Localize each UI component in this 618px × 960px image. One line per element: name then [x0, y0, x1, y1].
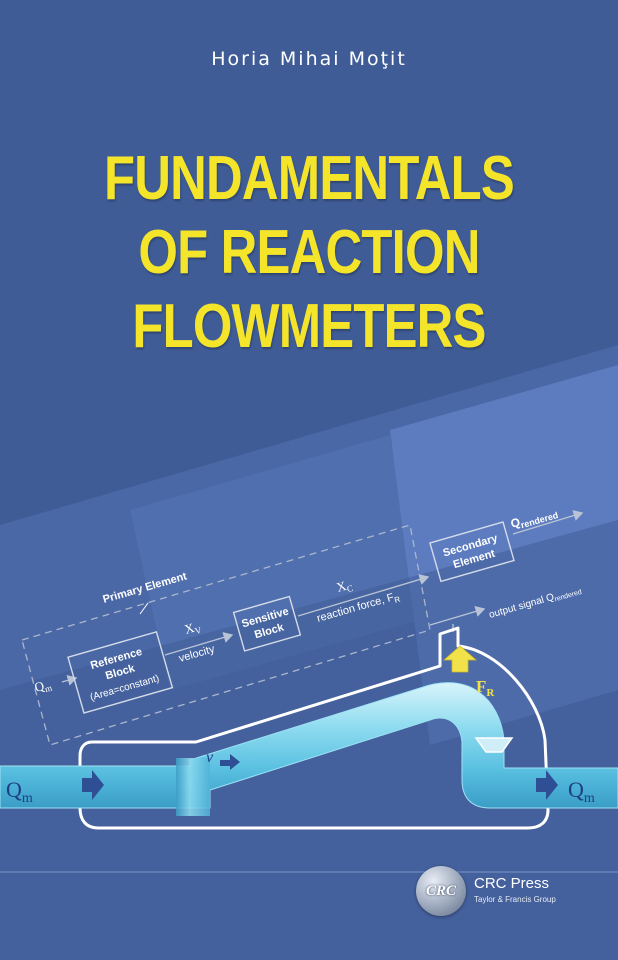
output-signal-label: output signal Qrendered: [488, 584, 583, 622]
secondary-element-block: Secondary Element: [429, 521, 515, 583]
publisher-block: CRC CRC Press Taylor & Francis Group: [416, 866, 606, 926]
xc-label: XC: [335, 576, 354, 597]
publisher-name: CRC Press: [474, 875, 550, 892]
title-line-1: FUNDAMENTALS: [103, 144, 515, 213]
book-title: FUNDAMENTALS OF REACTION FLOWMETERS: [56, 142, 563, 364]
qm-inlet-label: Qm: [6, 777, 33, 806]
flowmeter-housing: [78, 626, 550, 830]
velocity-label: velocity: [178, 643, 217, 665]
sensitive-block: Sensitive Block: [232, 595, 302, 652]
xv-label: XV: [183, 618, 203, 639]
qm-outlet-label: Qm: [568, 777, 595, 806]
svg-text:Qm: Qm: [33, 676, 53, 697]
reaction-force-arrow-icon: [442, 645, 478, 673]
flow-arrow-left-icon: [82, 770, 104, 800]
primary-element-box: [21, 524, 431, 746]
qm-input-block: Qm: [33, 676, 53, 697]
velocity-arrow-icon: [220, 754, 240, 770]
q-rendered-label: Qrendered: [509, 504, 559, 533]
reference-block: Reference Block (Area=constant): [67, 630, 174, 714]
flow-arrow-right-icon: [536, 770, 558, 800]
reaction-force-label: reaction force, FR: [316, 590, 402, 627]
fr-label: FR: [476, 677, 495, 699]
qm-block-sub: m: [44, 683, 54, 695]
author-name: Horia Mihai Moţit: [211, 48, 407, 70]
crc-logo-text: CRC: [425, 882, 456, 899]
flow-pipe: [0, 682, 618, 816]
reference-block-line3: (Area=constant): [89, 673, 161, 703]
title-line-2: OF REACTION: [138, 218, 480, 287]
publisher-group: Taylor & Francis Group: [474, 895, 556, 904]
v-label: v: [206, 749, 214, 766]
primary-element-label: Primary Element: [102, 570, 189, 606]
crc-logo: CRC: [416, 866, 466, 916]
title-line-3: FLOWMETERS: [132, 292, 486, 361]
